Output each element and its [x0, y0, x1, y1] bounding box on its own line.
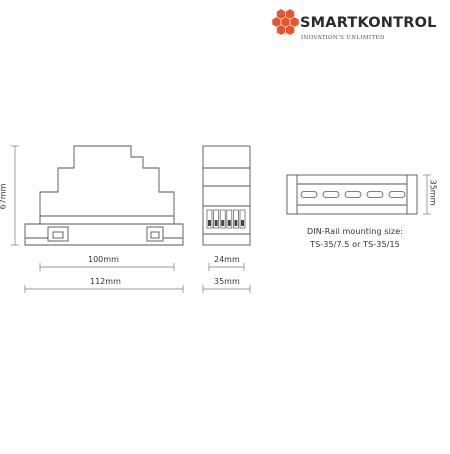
logo-hexagon	[276, 24, 286, 36]
terminal-screw	[221, 220, 225, 226]
rail-slot	[344, 191, 362, 198]
rail-note-line1: DIN-Rail mounting size:	[306, 227, 404, 236]
logo-hexagon	[285, 24, 295, 36]
rail-note-line2: TS-35/7.5 or TS-35/15	[310, 240, 400, 249]
rail-slot	[366, 191, 384, 198]
side-inner-width-dimension	[208, 263, 245, 271]
inner-width-dimension	[39, 263, 175, 271]
side-view	[202, 145, 251, 246]
terminal	[206, 209, 213, 229]
front-right-clip	[146, 226, 164, 242]
terminal	[213, 209, 219, 229]
outer-width-dimension	[24, 285, 184, 293]
din-rail	[286, 174, 418, 215]
terminal	[219, 209, 226, 229]
rail-slot	[322, 191, 340, 198]
rail-slot	[388, 191, 406, 198]
side-inner-width-label: 24mm	[214, 255, 240, 264]
terminal-screw	[227, 220, 231, 226]
front-right-clip-slot	[150, 231, 160, 239]
terminal	[239, 209, 246, 229]
terminal-screw	[214, 220, 218, 226]
terminal-screw	[208, 220, 211, 226]
din-rail-outline	[286, 174, 418, 215]
rail-height-label: 35mm	[428, 179, 438, 206]
terminal	[233, 209, 239, 229]
front-left-clip-slot	[52, 231, 64, 239]
side-view-outline	[202, 145, 251, 246]
height-dimension	[11, 145, 19, 246]
terminal-screw	[241, 220, 244, 226]
inner-width-label: 100mm	[88, 255, 119, 264]
side-outer-width-label: 35mm	[214, 277, 240, 286]
terminal-screw	[234, 220, 238, 226]
front-left-clip	[47, 226, 69, 242]
rail-slot	[300, 191, 318, 198]
terminal	[226, 209, 233, 229]
outer-width-label: 112mm	[90, 277, 121, 286]
front-view-outline	[24, 145, 184, 246]
front-view	[24, 145, 184, 246]
rail-height-dimension	[423, 174, 431, 215]
din-rail-slots	[300, 191, 406, 198]
height-label: 67mm	[0, 183, 8, 210]
brand-tagline: INOVATION'S UNLIMITED	[301, 35, 385, 41]
hexagon-cluster-logo-icon	[271, 8, 300, 36]
brand-name: SMARTKONTROL	[300, 15, 437, 31]
terminal-block	[206, 209, 246, 229]
side-outer-width-dimension	[202, 285, 251, 293]
